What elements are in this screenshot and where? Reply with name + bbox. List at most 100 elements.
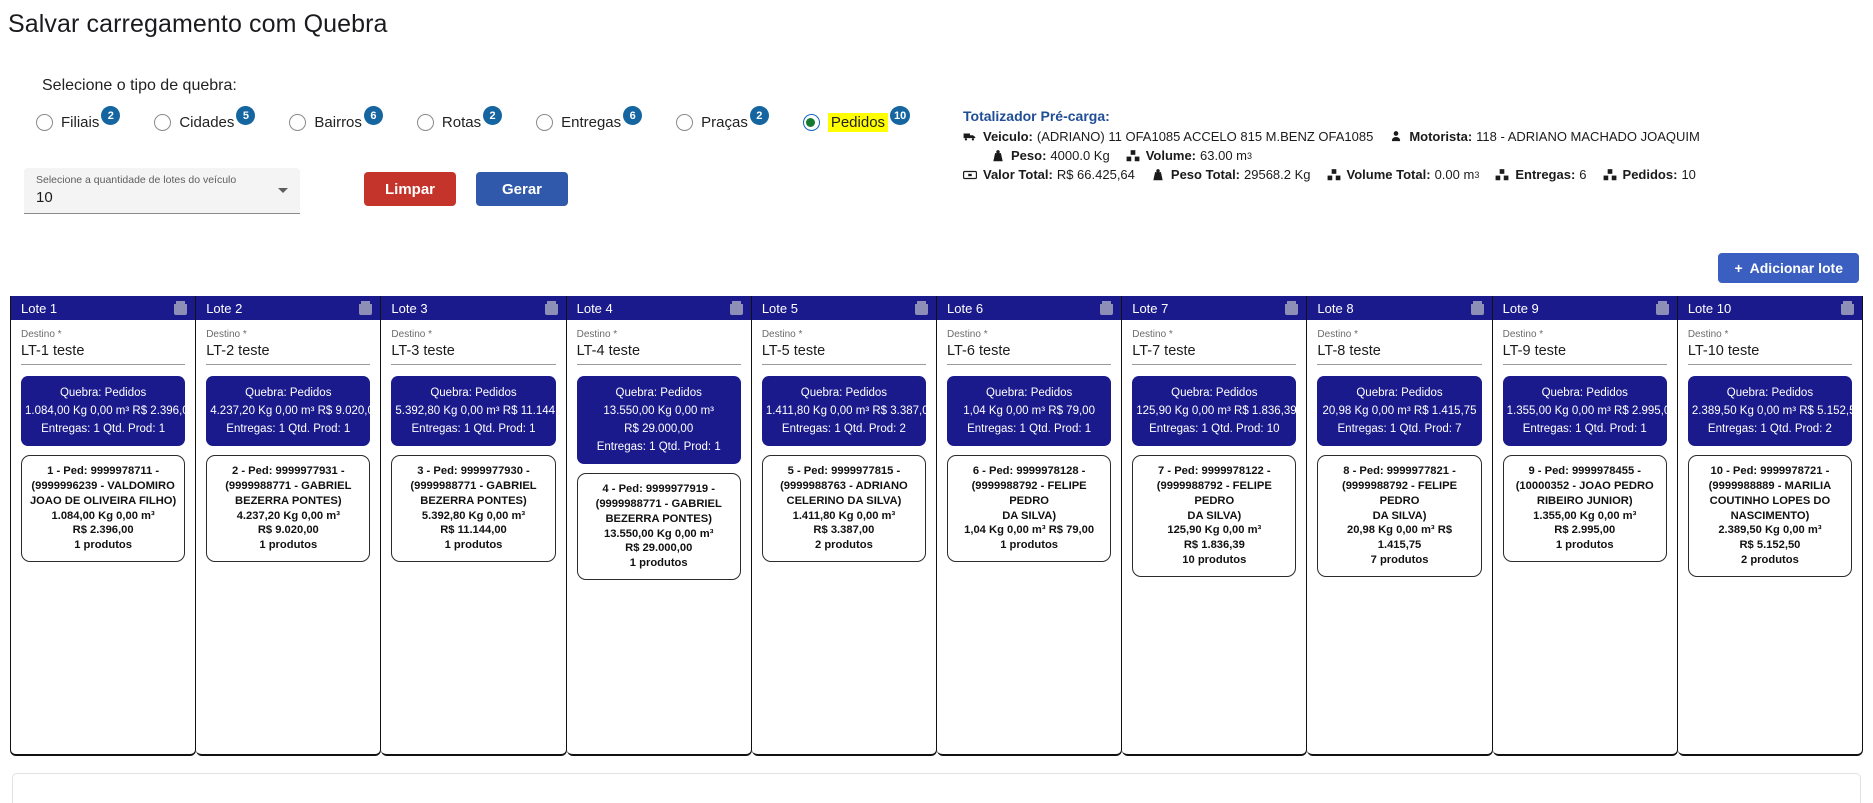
pedido-card[interactable]: 7 - Ped: 9999978122 -(9999988792 - FELIP…	[1132, 455, 1297, 577]
limpar-button[interactable]: Limpar	[364, 172, 456, 206]
lote-header: Lote 10	[1677, 296, 1863, 320]
destino-input[interactable]: LT-1 teste	[21, 340, 186, 365]
delete-lote-icon[interactable]	[1655, 301, 1669, 315]
totalizer-item-sup: 3	[1247, 150, 1253, 161]
totalizer-item-entregas: Entregas:6	[1495, 167, 1587, 182]
lote-title: Lote 1	[21, 300, 58, 316]
destino-input[interactable]: LT-8 teste	[1317, 340, 1482, 365]
pedido-line: CELERINO DA SILVA)	[786, 494, 902, 507]
delete-lote-icon[interactable]	[915, 301, 929, 315]
radio-option-badge: 2	[483, 106, 503, 125]
pedido-card[interactable]: 6 - Ped: 9999978128 -(9999988792 - FELIP…	[947, 455, 1112, 562]
lote-title: Lote 4	[576, 300, 613, 316]
radio-circle-icon[interactable]	[802, 114, 820, 131]
lote-title: Lote 2	[206, 300, 243, 316]
radio-option-badge: 2	[749, 106, 769, 125]
delete-lote-icon[interactable]	[1285, 301, 1299, 315]
destino-input[interactable]: LT-7 teste	[1132, 340, 1297, 365]
boxes-icon	[1327, 168, 1341, 182]
quebra-title: Quebra: Pedidos	[985, 387, 1073, 399]
radio-circle-icon[interactable]	[536, 114, 554, 131]
totalizer-item-peso: Peso:4000.0 Kg	[991, 148, 1110, 163]
lote-title: Lote 3	[391, 300, 428, 316]
destino-input[interactable]: LT-10 teste	[1687, 340, 1853, 365]
lote-title: Lote 8	[1317, 300, 1354, 316]
lote-title: Lote 7	[1132, 300, 1169, 316]
lote-quantity-label: Selecione a quantidade de lotes do veícu…	[36, 174, 237, 186]
delete-lote-icon[interactable]	[1470, 301, 1484, 315]
radio-circle-icon[interactable]	[289, 114, 307, 131]
radio-option-badge: 5	[236, 106, 256, 125]
add-lote-button[interactable]: + Adicionar lote	[1718, 253, 1859, 283]
lote-header: Lote 4	[566, 296, 751, 320]
pedido-line: (9999988771 - GABRIEL	[410, 479, 537, 492]
gerar-button[interactable]: Gerar	[476, 172, 568, 206]
pedido-line: 1 - Ped: 9999978711 -	[47, 465, 160, 478]
delete-lote-icon[interactable]	[729, 301, 743, 315]
radio-circle-icon[interactable]	[36, 114, 53, 131]
money-icon	[963, 168, 977, 182]
pedido-card[interactable]: 2 - Ped: 9999977931 -(9999988771 - GABRI…	[206, 455, 371, 562]
pedido-card[interactable]: 9 - Ped: 9999978455 -(10000352 - JOAO PE…	[1502, 455, 1667, 562]
pedido-line: 2 - Ped: 9999977931 -	[232, 465, 345, 478]
page-title: Salvar carregamento com Quebra	[8, 10, 388, 38]
destino-input[interactable]: LT-5 teste	[761, 340, 927, 365]
quebra-row: Entregas: 1 Qtd. Prod: 1	[596, 441, 721, 454]
delete-lote-icon[interactable]	[359, 301, 373, 315]
destino-input[interactable]: LT-6 teste	[947, 340, 1112, 365]
totalizer-item-motorista: Motorista:118 - ADRIANO MACHADO JOAQUIM	[1389, 129, 1700, 144]
radio-circle-icon[interactable]	[154, 114, 172, 131]
totalizer-item-label: Motorista:	[1409, 129, 1473, 144]
lote-quantity-select[interactable]: Selecione a quantidade de lotes do veícu…	[24, 168, 300, 214]
pedido-card[interactable]: 8 - Ped: 9999977821 -(9999988792 - FELIP…	[1317, 455, 1482, 577]
pedido-line: 1 produtos	[444, 539, 503, 552]
lote-header: Lote 5	[751, 296, 937, 320]
destino-input[interactable]: LT-9 teste	[1502, 340, 1667, 365]
totalizer-item-value: 118 - ADRIANO MACHADO JOAQUIM	[1476, 129, 1700, 144]
totalizer-line-1: Veiculo:(ADRIANO) 11 OFA1085 ACCELO 815 …	[963, 129, 1716, 144]
pedido-line: 7 produtos	[1370, 553, 1429, 566]
destino-input[interactable]: LT-2 teste	[206, 340, 371, 365]
destino-input[interactable]: LT-3 teste	[391, 340, 556, 365]
delete-lote-icon[interactable]	[1100, 301, 1114, 315]
bottom-panel	[12, 773, 1861, 803]
pedido-line: BEZERRA PONTES)	[605, 512, 712, 525]
delete-lote-icon[interactable]	[1841, 301, 1855, 315]
destino-input[interactable]: LT-4 teste	[576, 340, 741, 365]
pedido-card[interactable]: 4 - Ped: 9999977919 -(9999988771 - GABRI…	[576, 473, 741, 580]
radio-option-badge: 6	[623, 106, 643, 125]
radio-circle-icon[interactable]	[416, 114, 434, 131]
delete-lote-icon[interactable]	[174, 301, 188, 315]
quebra-title: Quebra: Pedidos	[1726, 387, 1814, 399]
pedido-line: (9999988792 - FELIPE PEDRO	[971, 479, 1087, 507]
pedido-card[interactable]: 3 - Ped: 9999977930 -(9999988771 - GABRI…	[391, 455, 556, 562]
pedido-card[interactable]: 1 - Ped: 9999978711 -(9999996239 - VALDO…	[21, 455, 186, 562]
pedido-card[interactable]: 10 - Ped: 9999978721 -(9999988889 - MARI…	[1687, 455, 1853, 577]
delete-lote-icon[interactable]	[544, 301, 558, 315]
quebra-row: Entregas: 1 Qtd. Prod: 7	[1337, 423, 1462, 436]
totalizer-item-label: Peso:	[1011, 148, 1047, 163]
pedido-line: 8 - Ped: 9999977821 -	[1343, 465, 1456, 478]
pedido-line: JOAO DE OLIVEIRA FILHO)	[29, 494, 177, 507]
quebra-title: Quebra: Pedidos	[615, 387, 702, 399]
pedido-line: (9999988763 - ADRIANO	[780, 479, 908, 492]
totalizer-item-value: 4000.0 Kg	[1050, 148, 1110, 163]
quebra-row: 1.084,00 Kg 0,00 m³ R$ 2.396,00	[25, 405, 196, 418]
pedido-card[interactable]: 5 - Ped: 9999977815 -(9999988763 - ADRIA…	[761, 455, 927, 562]
radio-circle-icon[interactable]	[676, 114, 694, 131]
pedido-line: 9 - Ped: 9999978455 -	[1528, 465, 1642, 478]
quebra-row: 1.411,80 Kg 0,00 m³ R$ 3.387,00	[765, 405, 936, 418]
lote-title: Lote 10	[1687, 300, 1732, 316]
